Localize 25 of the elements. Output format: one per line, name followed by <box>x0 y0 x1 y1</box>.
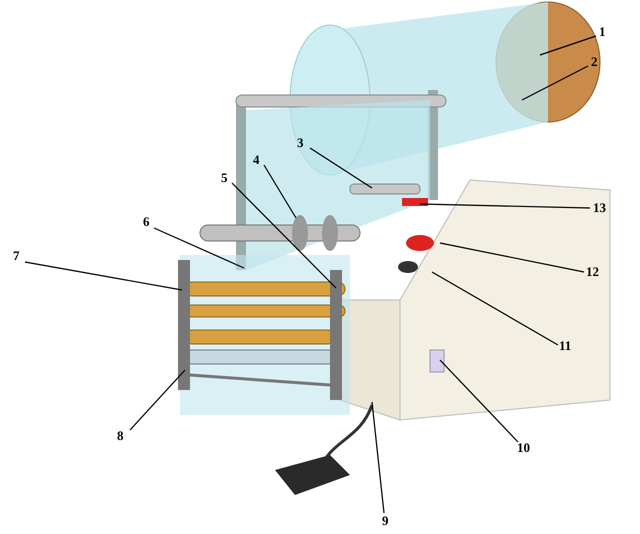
callout-number: 11 <box>558 339 572 353</box>
leader-line <box>432 271 558 346</box>
leader-line <box>420 203 590 209</box>
leader-line <box>263 164 297 218</box>
callout-number: 2 <box>590 55 598 69</box>
callout-number: 6 <box>142 215 150 229</box>
leader-line <box>440 360 518 442</box>
leader-line <box>371 402 385 514</box>
callout-number: 4 <box>252 153 260 167</box>
callout-number: 13 <box>592 201 607 215</box>
callout-number: 5 <box>220 171 228 185</box>
leader-line <box>24 261 182 291</box>
callout-number: 9 <box>381 514 390 528</box>
leader-line <box>522 65 588 101</box>
leader-line <box>154 227 244 269</box>
callout-number: 1 <box>598 25 606 39</box>
callout-number: 7 <box>12 249 20 263</box>
leader-line <box>310 148 372 188</box>
leader-line <box>130 370 186 430</box>
callout-number: 8 <box>116 429 124 443</box>
callout-number: 3 <box>296 136 304 150</box>
callout-number: 12 <box>585 265 600 279</box>
leader-line <box>540 35 596 56</box>
callout-number: 10 <box>516 441 531 455</box>
leader-line <box>440 242 584 273</box>
